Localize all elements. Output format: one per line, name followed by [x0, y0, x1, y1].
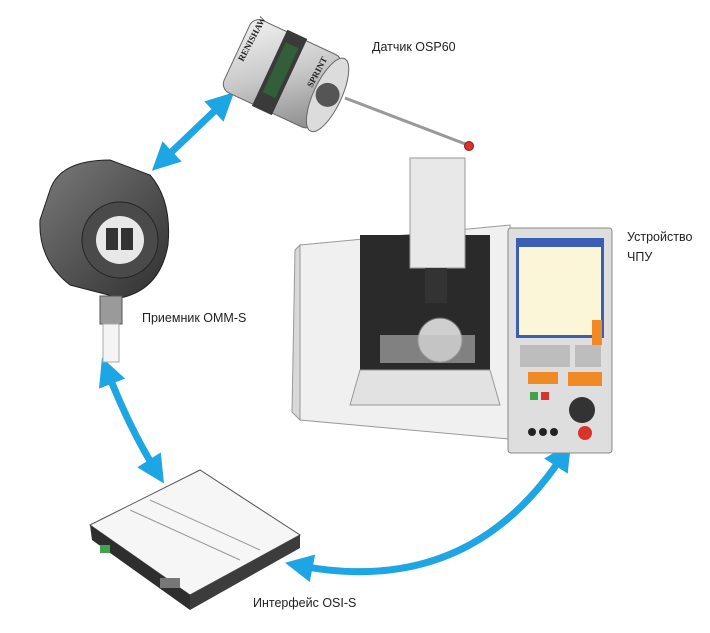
osi-s-interface-illustration — [89, 469, 301, 610]
arrow-receiver-interface — [99, 357, 165, 484]
arrow-probe-receiver — [151, 92, 235, 171]
interface-label: Интерфейс OSI-S — [253, 596, 357, 610]
omm-s-receiver-illustration — [39, 159, 170, 363]
cnc-label-line2: ЧПУ — [627, 250, 653, 264]
cnc-label-line1: Устройство — [627, 230, 693, 244]
signal-arrows — [99, 92, 572, 583]
arrow-interface-cnc — [285, 442, 572, 583]
receiver-label: Приемник OMM-S — [142, 311, 247, 325]
osp60-probe-illustration: RENISHAW SPRINT — [222, 15, 474, 151]
cnc-machine-illustration — [291, 157, 613, 454]
cnc-keypad — [520, 320, 602, 386]
probe-label: Датчик OSP60 — [372, 40, 456, 54]
